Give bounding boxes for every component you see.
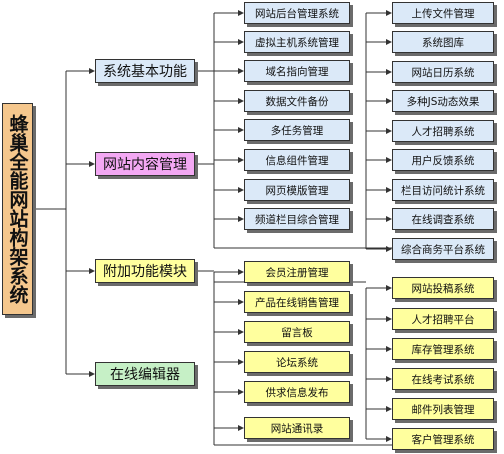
connector-arrow: [386, 246, 392, 252]
category-online-editor: 在线编辑器: [95, 362, 195, 386]
feature-box: 产品在线销售管理: [244, 291, 350, 313]
feature-box: 网页模版管理: [244, 179, 350, 201]
root-node: 蜂巢全能网站构架系统: [2, 103, 33, 315]
connector-arrow: [89, 68, 95, 74]
connector-arrow: [386, 316, 392, 322]
category-content-mgmt: 网站内容管理: [95, 152, 195, 176]
connector-arrow: [386, 376, 392, 382]
feature-box: 网站后台管理系统: [244, 2, 350, 24]
connector-arrow: [386, 436, 392, 442]
connector-arrow: [386, 98, 392, 104]
connector-arrow: [386, 406, 392, 412]
connector-arrow: [386, 39, 392, 45]
connector-arrow: [238, 389, 244, 395]
feature-box: 留言板: [244, 321, 350, 343]
feature-box: 用户反馈系统: [392, 149, 494, 171]
feature-box: 会员注册管理: [244, 261, 350, 283]
feature-box: 客户管理系统: [392, 428, 494, 450]
feature-box: 综合商务平台系统: [392, 238, 494, 260]
feature-box: 多种JS动态效果: [392, 90, 494, 112]
feature-box: 网站通讯录: [244, 417, 350, 439]
connector-arrow: [238, 68, 244, 74]
feature-box: 栏目访问统计系统: [392, 179, 494, 201]
connector-arrow: [238, 216, 244, 222]
feature-box: 频道栏目综合管理: [244, 208, 350, 230]
connector-arrow: [89, 161, 95, 167]
connector-arrow: [89, 268, 95, 274]
connector-arrow: [238, 299, 244, 305]
feature-box: 供求信息发布: [244, 381, 350, 403]
feature-box: 网站投稿系统: [392, 277, 494, 299]
feature-box: 网站日历系统: [392, 61, 494, 83]
connector-arrow: [238, 157, 244, 163]
connector-arrow: [386, 157, 392, 163]
connector-arrow: [238, 425, 244, 431]
feature-box: 上传文件管理: [392, 2, 494, 24]
feature-box: 虚拟主机系统管理: [244, 31, 350, 53]
connector-arrow: [238, 127, 244, 133]
connector-arrow: [238, 10, 244, 16]
connector-arrow: [238, 359, 244, 365]
connector-arrow: [238, 269, 244, 275]
feature-box: 在线调查系统: [392, 208, 494, 230]
feature-box: 系统图库: [392, 31, 494, 53]
feature-box: 人才招聘系统: [392, 120, 494, 142]
connector-arrow: [89, 371, 95, 377]
feature-box: 邮件列表管理: [392, 398, 494, 420]
category-addon-modules: 附加功能模块: [95, 259, 195, 283]
feature-box: 多任务管理: [244, 119, 350, 141]
feature-box: 在线考试系统: [392, 368, 494, 390]
feature-box: 域名指向管理: [244, 60, 350, 82]
connector-arrow: [386, 187, 392, 193]
connector-arrow: [386, 285, 392, 291]
connector-arrow: [238, 329, 244, 335]
connector-arrow: [386, 216, 392, 222]
connector-arrow: [238, 39, 244, 45]
connector-arrow: [386, 10, 392, 16]
feature-box: 论坛系统: [244, 351, 350, 373]
connector-arrow: [386, 346, 392, 352]
category-system-basic: 系统基本功能: [95, 59, 195, 83]
feature-box: 信息组件管理: [244, 149, 350, 171]
connector-arrow: [238, 187, 244, 193]
connector-arrow: [238, 98, 244, 104]
feature-box: 人才招聘平台: [392, 308, 494, 330]
connector-arrow: [386, 128, 392, 134]
connector-arrow: [386, 69, 392, 75]
feature-box: 库存管理系统: [392, 338, 494, 360]
feature-box: 数据文件备份: [244, 90, 350, 112]
